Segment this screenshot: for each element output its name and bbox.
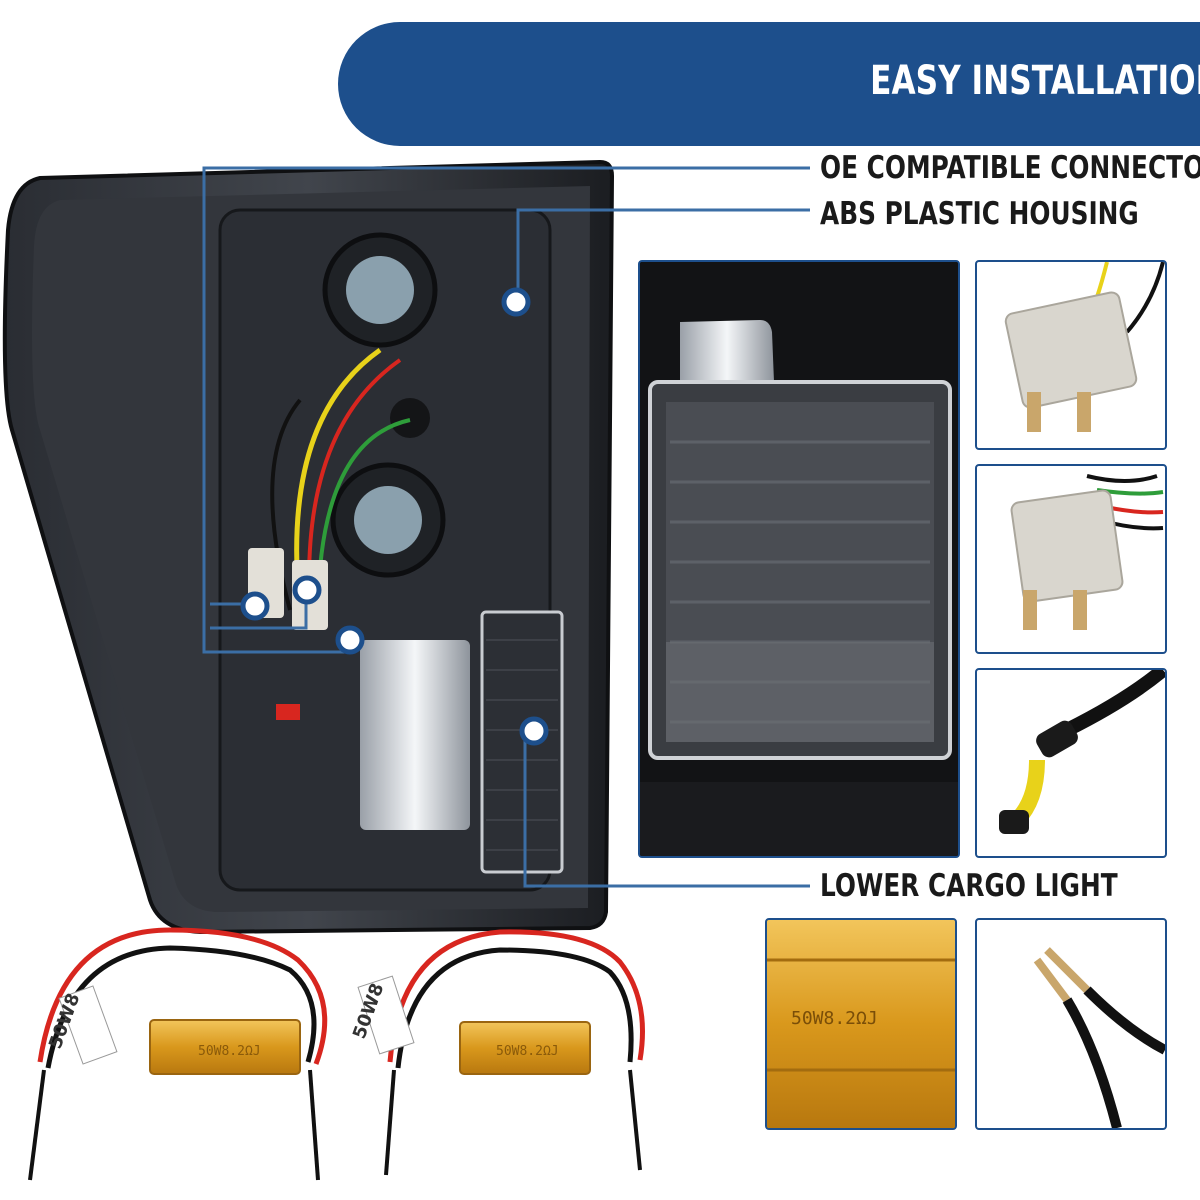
wire-connector-closeup	[975, 668, 1167, 858]
callout-lines	[202, 166, 810, 888]
title-banner: EASY INSTALLATION	[338, 22, 1200, 146]
resistor-marking-right: 50W8.2ΩJ	[496, 1044, 559, 1059]
cargo-light-closeup	[638, 260, 960, 858]
connector-closeup-2	[975, 464, 1167, 654]
resistor-closeup: 50W8.2ΩJ	[765, 918, 957, 1130]
callout-cargo-light: LOWER CARGO LIGHT	[820, 868, 1118, 904]
callout-dot-icon	[240, 287, 549, 746]
callout-oe-connectors: OE COMPATIBLE CONNECTORS	[820, 150, 1200, 186]
resistor-closeup-marking: 50W8.2ΩJ	[791, 1008, 878, 1029]
tail-light-housing	[2, 159, 615, 935]
connector-closeup-1	[975, 260, 1167, 450]
banner-title: EASY INSTALLATION	[870, 58, 1200, 104]
spade-terminal-closeup	[975, 918, 1167, 1130]
load-resistors: 50W8.2ΩJ 50W8.2ΩJ 50W8 50W8	[28, 927, 645, 1181]
resistor-marking-left: 50W8.2ΩJ	[198, 1044, 261, 1059]
callout-abs-housing: ABS PLASTIC HOUSING	[820, 196, 1139, 232]
